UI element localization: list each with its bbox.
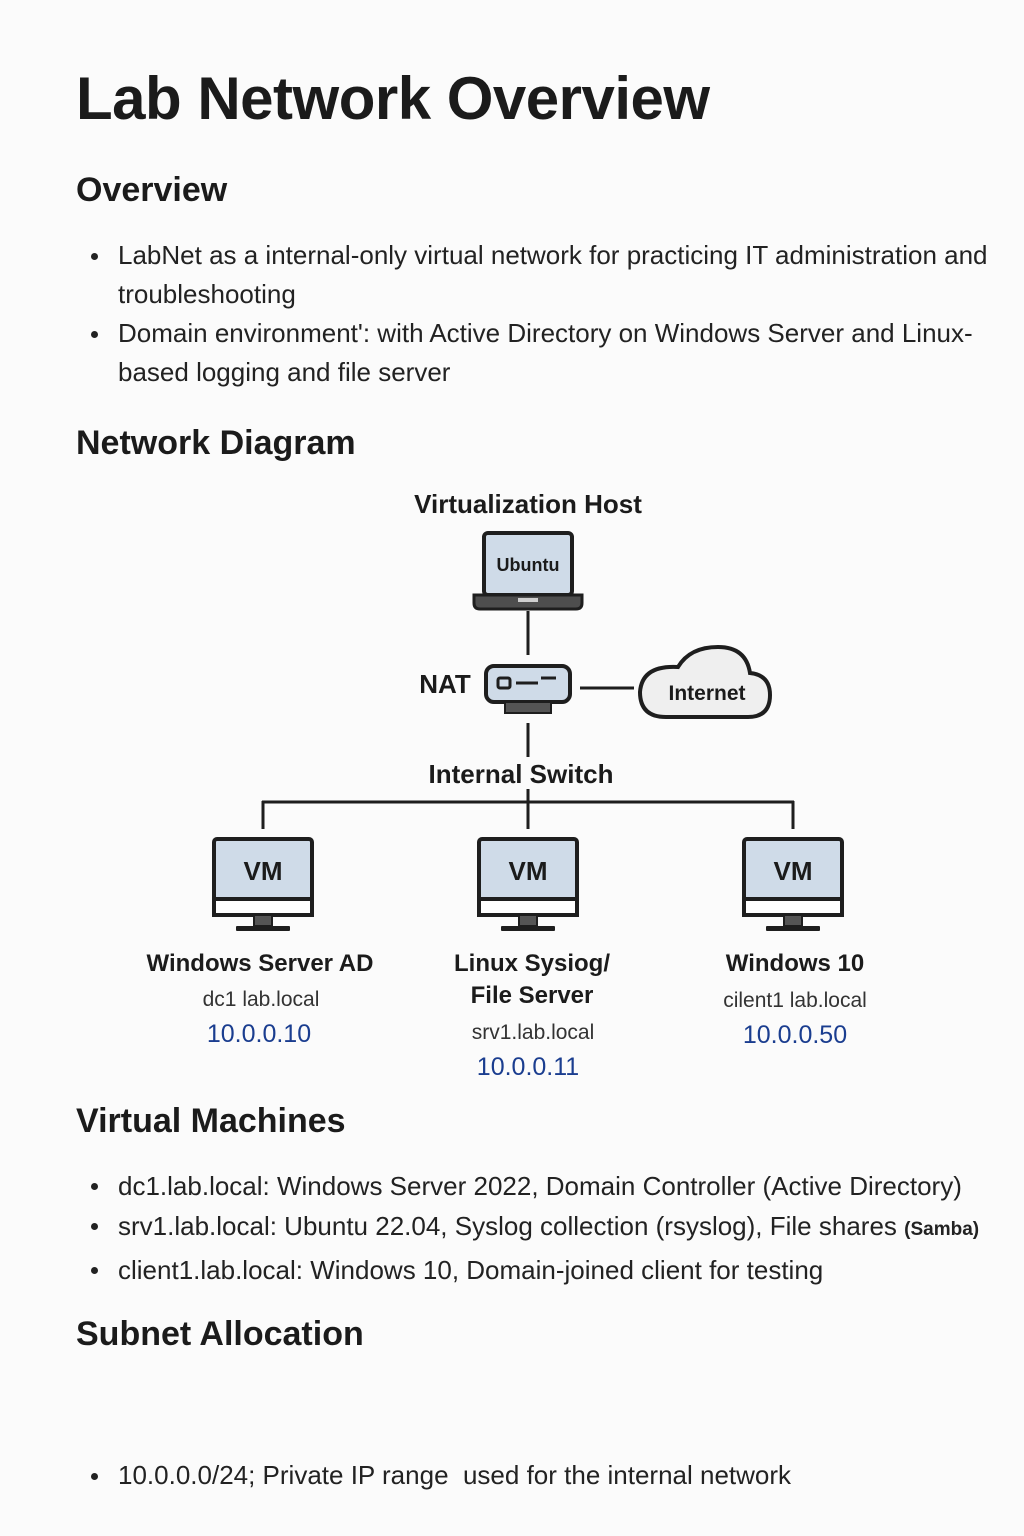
laptop-icon: Ubuntu xyxy=(472,531,584,611)
vm-label-srv1: Linux Sysiog/ File Server srv1.lab.local… xyxy=(454,950,610,1081)
list-item: client1.lab.local: Windows 10, Domain-jo… xyxy=(88,1250,1018,1290)
vm-name: Windows Server AD xyxy=(147,950,374,977)
list-item: dc1.lab.local: Windows Server 2022, Doma… xyxy=(88,1166,1018,1206)
overview-heading: Overview xyxy=(76,171,228,209)
virtual-machines-heading: Virtual Machines xyxy=(76,1102,346,1140)
vm-screen-label: VM xyxy=(509,856,548,886)
vm-name: Windows 10 xyxy=(726,950,864,977)
network-diagram-heading: Network Diagram xyxy=(76,424,356,462)
host-os-label: Ubuntu xyxy=(497,555,560,575)
router-icon xyxy=(484,664,572,714)
list-item: srv1.lab.local: Ubuntu 22.04, Syslog col… xyxy=(88,1206,1018,1250)
internet-label: Internet xyxy=(668,682,745,705)
subnet-allocation-heading: Subnet Allocation xyxy=(76,1315,364,1353)
vm-hostname: srv1.lab.local xyxy=(472,1021,595,1044)
vm-hostname: dc1 lab.local xyxy=(203,988,320,1011)
vm-hostname: cilent1 lab.local xyxy=(723,989,867,1012)
list-item-text: dc1.lab.local: Windows Server 2022, Doma… xyxy=(118,1171,962,1201)
nat-label: NAT xyxy=(419,669,471,699)
vm-ip: 10.0.0.11 xyxy=(477,1053,579,1081)
vm-name-line2: File Server xyxy=(471,982,594,1009)
vm-ip: 10.0.0.50 xyxy=(743,1021,847,1049)
vm-list: dc1.lab.local: Windows Server 2022, Doma… xyxy=(88,1166,1018,1290)
switch-bus xyxy=(261,789,795,829)
monitor-icon: VM xyxy=(212,837,314,931)
network-diagram: Virtualization Host Ubuntu NAT Internet … xyxy=(147,489,867,1081)
cloud-icon: Internet xyxy=(637,644,773,719)
vm-label-client1: Windows 10 cilent1 lab.local 10.0.0.50 xyxy=(723,950,867,1049)
list-item: 10.0.0.0/24; Private IP range used for t… xyxy=(88,1456,791,1495)
subnet-list: 10.0.0.0/24; Private IP range used for t… xyxy=(88,1378,791,1534)
vm-label-dc1: Windows Server AD dc1 lab.local 10.0.0.1… xyxy=(147,950,374,1048)
list-item: Domain environment': with Active Directo… xyxy=(88,314,988,392)
vm-screen-label: VM xyxy=(244,856,283,886)
vm-name: Linux Sysiog/ xyxy=(454,950,610,977)
samba-note: (Samba) xyxy=(904,1219,980,1240)
monitor-icon: VM xyxy=(742,837,844,931)
switch-label: Internal Switch xyxy=(429,759,614,789)
list-item-text: srv1.lab.local: Ubuntu 22.04, Syslog col… xyxy=(118,1211,905,1241)
page-title: Lab Network Overview xyxy=(76,65,710,132)
vm-screen-label: VM xyxy=(774,856,813,886)
list-item: LabNet as a internal-only virtual networ… xyxy=(88,236,988,314)
host-title: Virtualization Host xyxy=(414,489,642,519)
overview-list: LabNet as a internal-only virtual networ… xyxy=(88,236,988,392)
monitor-icon: VM xyxy=(477,837,579,931)
list-item-text: client1.lab.local: Windows 10, Domain-jo… xyxy=(118,1255,824,1285)
vm-ip: 10.0.0.10 xyxy=(207,1020,311,1048)
